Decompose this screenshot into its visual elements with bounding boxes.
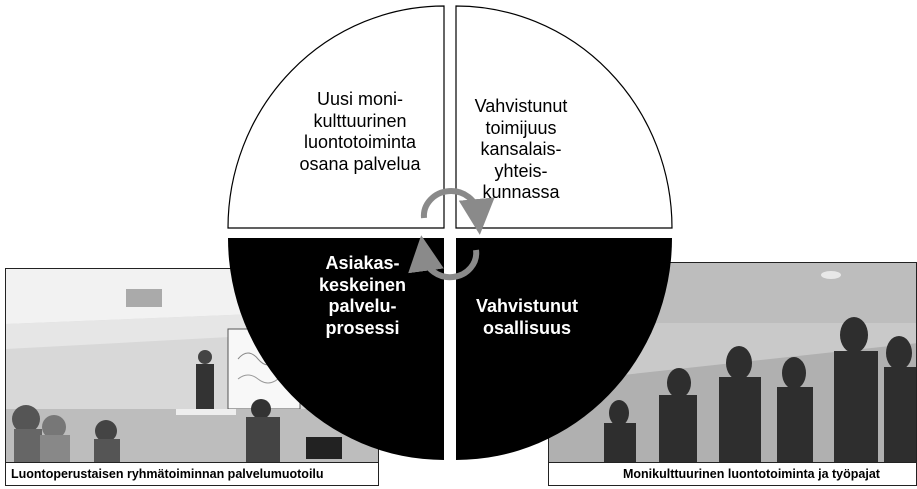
- cycle-arrow-bottom: [408, 235, 480, 281]
- quadrant-bottom-left: [228, 238, 444, 460]
- quadrant-top-right: [455, 5, 673, 229]
- cycle-arrow-top: [420, 188, 495, 235]
- quadrant-label-bottom-left: Asiakas- keskeinen palvelu- prosessi: [318, 253, 407, 338]
- left-photo-caption: Luontoperustaisen ryhmätoiminnan palvelu…: [6, 462, 378, 485]
- quadrant-top-left: [227, 5, 445, 229]
- quadrant-label-top-left: Uusi moni- kulttuurinen luontotoiminta o…: [299, 89, 421, 174]
- right-photo-caption: Monikulttuurinen luontotoiminta ja työpa…: [549, 462, 916, 485]
- quadrant-label-top-right: Vahvistunut toimijuus kansalais- yhteis-…: [474, 96, 568, 202]
- quadrant-label-bottom-right: Vahvistunut osallisuus: [475, 296, 578, 338]
- quadrant-bottom-right: [456, 238, 672, 460]
